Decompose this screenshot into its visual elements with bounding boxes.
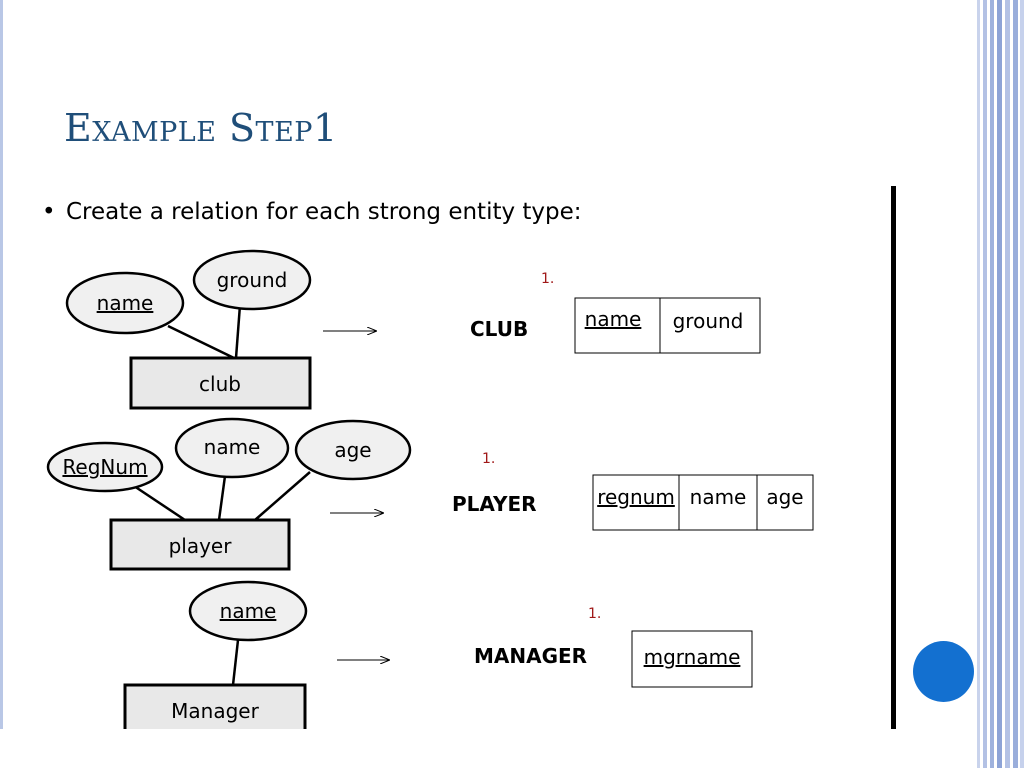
relation-table-player: regnum name age (592, 474, 814, 531)
relation-name: MANAGER (474, 644, 587, 668)
slide-border-left (0, 0, 3, 768)
attribute-ellipse-regnum: RegNum (46, 441, 164, 493)
attribute-connector (167, 324, 235, 360)
entity-label: player (169, 534, 233, 558)
vertical-rule (891, 186, 896, 729)
attribute-label: name (220, 599, 277, 623)
slide-border-stripe (990, 0, 994, 768)
attribute-label: name (97, 291, 154, 315)
slide-border-stripe (983, 0, 987, 768)
slide-title: Example Step1 (64, 106, 338, 150)
attribute-label: name (204, 435, 261, 459)
attribute-connector (254, 471, 311, 521)
entity-box-manager: Manager (123, 683, 307, 737)
bullet-item: • Create a relation for each strong entit… (42, 199, 582, 225)
entity-box-club: club (129, 356, 312, 410)
slide-border-stripe (997, 0, 1002, 768)
relation-name: PLAYER (452, 492, 537, 516)
attribute-ellipse-ground: ground (192, 249, 312, 311)
attribute-connector (231, 639, 240, 686)
list-number: 1. (588, 606, 601, 622)
attribute-ellipse-age: age (294, 419, 412, 481)
bullet-dot-icon: • (42, 199, 56, 225)
relation-column: regnum (597, 485, 675, 509)
relation-table-manager: mgrname (631, 630, 753, 688)
attribute-connector (234, 304, 242, 359)
relation-table-club: name ground (574, 297, 761, 354)
relation-name: CLUB (470, 317, 528, 341)
attribute-label: RegNum (62, 455, 147, 479)
entity-box-player: player (109, 518, 291, 571)
circle-button[interactable] (913, 641, 974, 702)
attribute-label: ground (217, 268, 288, 292)
entity-label: Manager (171, 699, 259, 723)
attribute-label: age (334, 438, 371, 462)
attribute-ellipse-name: name (188, 580, 308, 642)
diagram-crop-mask (0, 729, 891, 768)
relation-column: mgrname (644, 645, 741, 669)
slide-border-stripe (1013, 0, 1018, 768)
relation-column: age (766, 485, 803, 509)
slide-border-stripe (1005, 0, 1010, 768)
relation-column: name (690, 485, 747, 509)
relation-column: name (585, 307, 642, 331)
attribute-ellipse-name: name (174, 417, 290, 479)
bullet-text: Create a relation for each strong entity… (66, 199, 582, 225)
slide-border-stripe (1020, 0, 1024, 768)
slide-border-stripe (977, 0, 980, 768)
entity-label: club (199, 372, 241, 396)
list-number: 1. (541, 271, 554, 287)
list-number: 1. (482, 451, 495, 467)
attribute-connector (217, 475, 227, 521)
attribute-ellipse-name: name (65, 271, 185, 335)
relation-column: ground (673, 309, 744, 333)
attribute-connector (130, 482, 186, 522)
